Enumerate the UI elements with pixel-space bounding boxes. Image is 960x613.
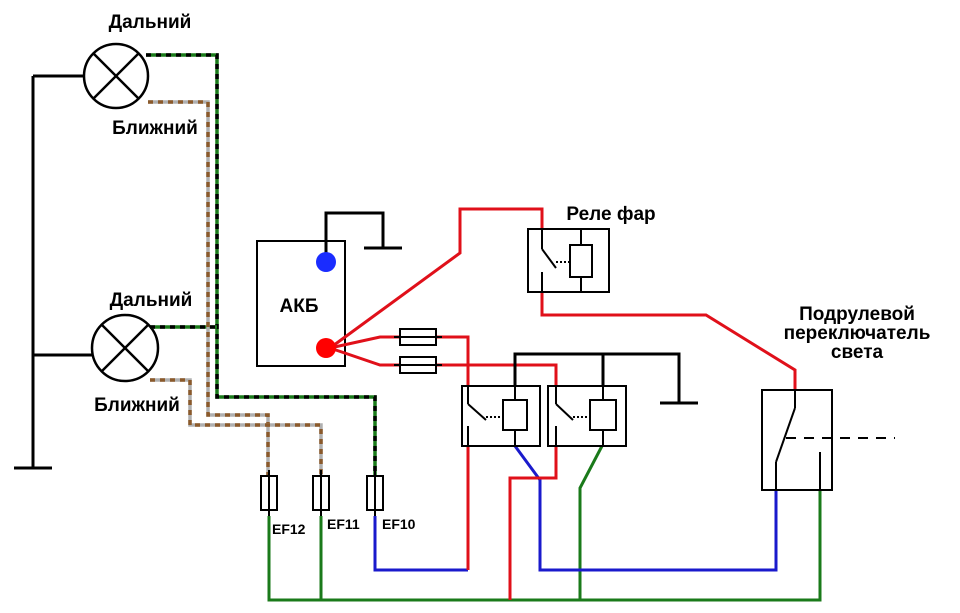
label-column-switch-line2: переключатель: [783, 323, 931, 344]
label-battery: АКБ: [279, 296, 319, 317]
wire-blue: [373, 445, 778, 572]
label-top-lamp-low: Ближний: [112, 118, 198, 139]
wire-low-beam-top-base: [148, 100, 270, 476]
fuse-ef11-icon: [312, 470, 330, 516]
label-headlight-relay: Реле фар: [566, 204, 656, 225]
wire-relay-ground: [513, 352, 698, 405]
wire-low-beam-top-dash: [148, 100, 270, 476]
fuse-ef10-icon: [366, 470, 384, 516]
label-fuse-ef12: EF12: [272, 521, 306, 537]
label-top-lamp-high: Дальний: [108, 12, 192, 33]
wire-low-beam-bottom-dash: [150, 378, 323, 476]
relay-left-icon: [461, 385, 541, 447]
label-column-switch-line3: света: [830, 342, 884, 363]
battery-positive-terminal: [316, 338, 336, 358]
label-fuse-ef10: EF10: [382, 516, 416, 532]
wire-green-bottom: [267, 445, 822, 602]
headlamp-top-icon: [82, 42, 150, 110]
headlamp-bottom-icon: [90, 313, 160, 383]
label-column-switch: Подрулевой переключатель света: [784, 305, 931, 362]
label-fuse-ef11: EF11: [327, 516, 360, 532]
ground-rail: [14, 74, 92, 470]
headlight-relay-icon: [527, 228, 610, 293]
battery-negative-terminal: [316, 252, 336, 272]
battery-icon: [256, 211, 402, 367]
wire-high-beam: [146, 53, 377, 478]
fuse-ef12-icon: [260, 470, 278, 516]
label-column-switch-line1: Подрулевой: [799, 304, 915, 325]
fuse-inline-upper-icon: [394, 328, 442, 346]
label-bottom-lamp-high: Дальний: [109, 290, 193, 311]
fuse-inline-lower-icon: [394, 356, 442, 374]
wire-red: [329, 207, 797, 600]
label-bottom-lamp-low: Ближний: [94, 395, 180, 416]
relay-right-icon: [547, 385, 627, 447]
wire-high-beam-dash: [146, 53, 377, 478]
column-switch-icon: [761, 389, 895, 491]
wire-low-beam: [148, 100, 323, 476]
